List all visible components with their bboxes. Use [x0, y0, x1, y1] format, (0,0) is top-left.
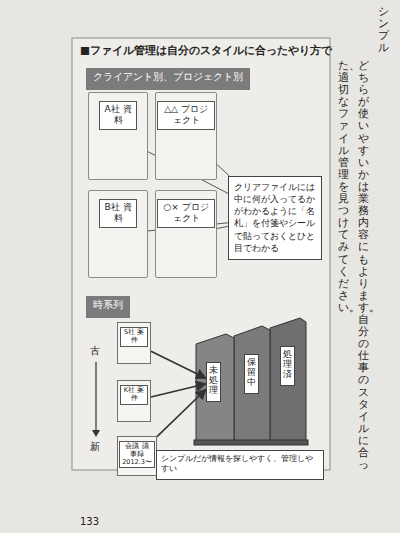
flow-arrow	[157, 389, 206, 436]
flow-arrow	[151, 351, 206, 378]
node-text: A社 資料	[99, 101, 137, 130]
clear-file: △△ プロジェクト	[155, 92, 217, 180]
node-text: 会議 議事録 2012.3〜	[119, 441, 155, 468]
node-text: 未処理	[209, 366, 218, 396]
time-arrow	[95, 362, 96, 432]
node-text: 保留中	[247, 358, 256, 388]
node-text: クライアント別、プロジェクト別	[93, 70, 243, 84]
node-text: 処理済	[283, 350, 292, 380]
clear-file: B社 資料	[88, 190, 148, 278]
body-text-column: た、適切なファイル管理を見つけてみてください。	[338, 60, 349, 314]
document-sheet: S社 案件	[117, 322, 151, 364]
clear-file: ○× プロジェクト	[155, 190, 217, 278]
box-file-holder	[194, 318, 308, 445]
caption-box: シンプルだが情報を探しやすく、管理しやすい	[156, 450, 324, 480]
document-sheet: K社 案件	[117, 380, 151, 422]
body-text-column: シンプル	[378, 6, 389, 54]
panel-frame	[72, 38, 330, 470]
node-text: クリアファイルには中に何が入ってるかがわかるように「名札」を付箋やシールで貼って…	[234, 181, 316, 254]
section-band: 時系列	[86, 296, 130, 318]
document-sheet: 会議 議事録 2012.3〜	[117, 436, 157, 476]
time-label: 古	[90, 344, 100, 358]
leader-line	[217, 165, 229, 176]
node-text: シンプルだが情報を探しやすく、管理しやすい	[161, 454, 319, 474]
time-label: 新	[90, 440, 100, 454]
diagram-title: ■ファイル管理は自分のスタイルに合ったやり方で	[80, 44, 332, 58]
flow-arrow	[151, 384, 206, 397]
node-text: K社 案件	[120, 385, 148, 405]
time-arrow-head	[92, 430, 100, 437]
node-text: B社 資料	[99, 199, 137, 228]
node-text: △△ プロジェクト	[157, 101, 215, 130]
node-text: ○× プロジェクト	[157, 199, 215, 228]
callout-box: クリアファイルには中に何が入ってるかがわかるように「名札」を付箋やシールで貼って…	[228, 176, 322, 260]
leader-line	[217, 226, 228, 228]
node-text: S社 案件	[120, 327, 148, 347]
box-file-label: 保留中	[244, 354, 259, 394]
clear-file: A社 資料	[88, 92, 148, 180]
box-file-label: 未処理	[206, 362, 221, 402]
node-text: 時系列	[93, 298, 123, 312]
page-number: 133	[80, 516, 99, 527]
section-band: クライアント別、プロジェクト別	[86, 68, 250, 90]
box-file-label: 処理済	[280, 346, 295, 386]
body-text-column: どちらが使いやすいかは業務内容にもよります。自分の仕事のスタイルに合っ	[358, 60, 369, 471]
